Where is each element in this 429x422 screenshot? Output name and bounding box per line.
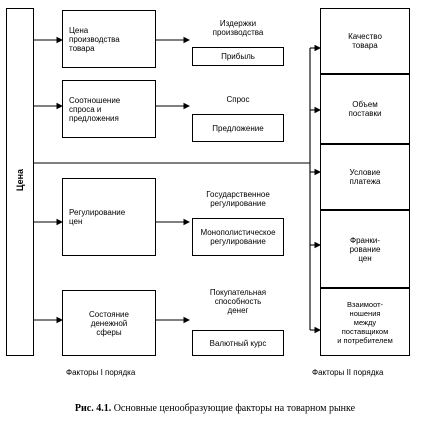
figure-caption: Рис. 4.1. Основные ценообразующие фактор… <box>10 403 420 414</box>
sub-monopoly-regulation-label: Монополистическое регулирование <box>200 228 276 246</box>
second-factor-relations-label: Взаимоот- ношения между поставщиком и по… <box>337 299 393 345</box>
factor-price-regulation: Регулирование цен <box>62 178 156 256</box>
caption-text: Основные ценообразующие факторы на товар… <box>111 403 356 414</box>
factor-supply-demand-label: Соотношение спроса и предложения <box>69 95 121 123</box>
price-box <box>6 8 34 356</box>
sub-monopoly-regulation: Монополистическое регулирование <box>192 218 284 256</box>
second-factor-quality: Качество товара <box>320 8 410 74</box>
factor-price-regulation-label: Регулирование цен <box>69 208 126 226</box>
sub-state-regulation-label: Государственное регулирование <box>206 190 270 208</box>
sub-state-regulation: Государственное регулирование <box>192 180 284 218</box>
sub-purchasing-power: Покупательная способность денег <box>192 272 284 330</box>
second-factor-volume-label: Объем поставки <box>348 100 382 118</box>
sub-exchange-rate-label: Валютный курс <box>209 338 267 348</box>
sub-supply: Предложение <box>192 114 284 142</box>
second-factor-franking: Франки- рование цен <box>320 210 410 288</box>
sub-exchange-rate: Валютный курс <box>192 330 284 356</box>
factor-monetary-sphere: Состояние денежной сферы <box>62 290 156 356</box>
sub-production-costs-label: Издержки производства <box>212 19 264 37</box>
second-factor-relations: Взаимоот- ношения между поставщиком и по… <box>320 288 410 356</box>
second-factor-franking-label: Франки- рование цен <box>349 235 381 263</box>
sub-demand-label: Спрос <box>226 94 250 104</box>
factor-monetary-sphere-label: Состояние денежной сферы <box>89 309 129 337</box>
sub-demand: Спрос <box>192 84 284 114</box>
second-factor-volume: Объем поставки <box>320 74 410 144</box>
second-factor-payment-label: Условие платежа <box>349 168 381 186</box>
sub-production-costs: Издержки производства <box>192 8 284 48</box>
second-factor-payment: Условие платежа <box>320 144 410 210</box>
sub-purchasing-power-label: Покупательная способность денег <box>209 287 267 315</box>
sub-supply-label: Предложение <box>212 123 264 133</box>
price-label: Цена <box>14 168 25 192</box>
second-factor-quality-label: Качество товара <box>348 32 382 50</box>
factor-supply-demand: Соотношение спроса и предложения <box>62 80 156 138</box>
caption-number: Рис. 4.1. <box>74 403 112 414</box>
first-order-label: Факторы I порядка <box>66 368 136 377</box>
sub-profit-label: Прибыль <box>221 52 255 61</box>
factor-production-price-label: Цена производства товара <box>69 25 120 53</box>
factor-production-price: Цена производства товара <box>62 10 156 68</box>
second-order-label: Факторы II порядка <box>312 368 384 377</box>
sub-profit: Прибыль <box>192 47 284 66</box>
